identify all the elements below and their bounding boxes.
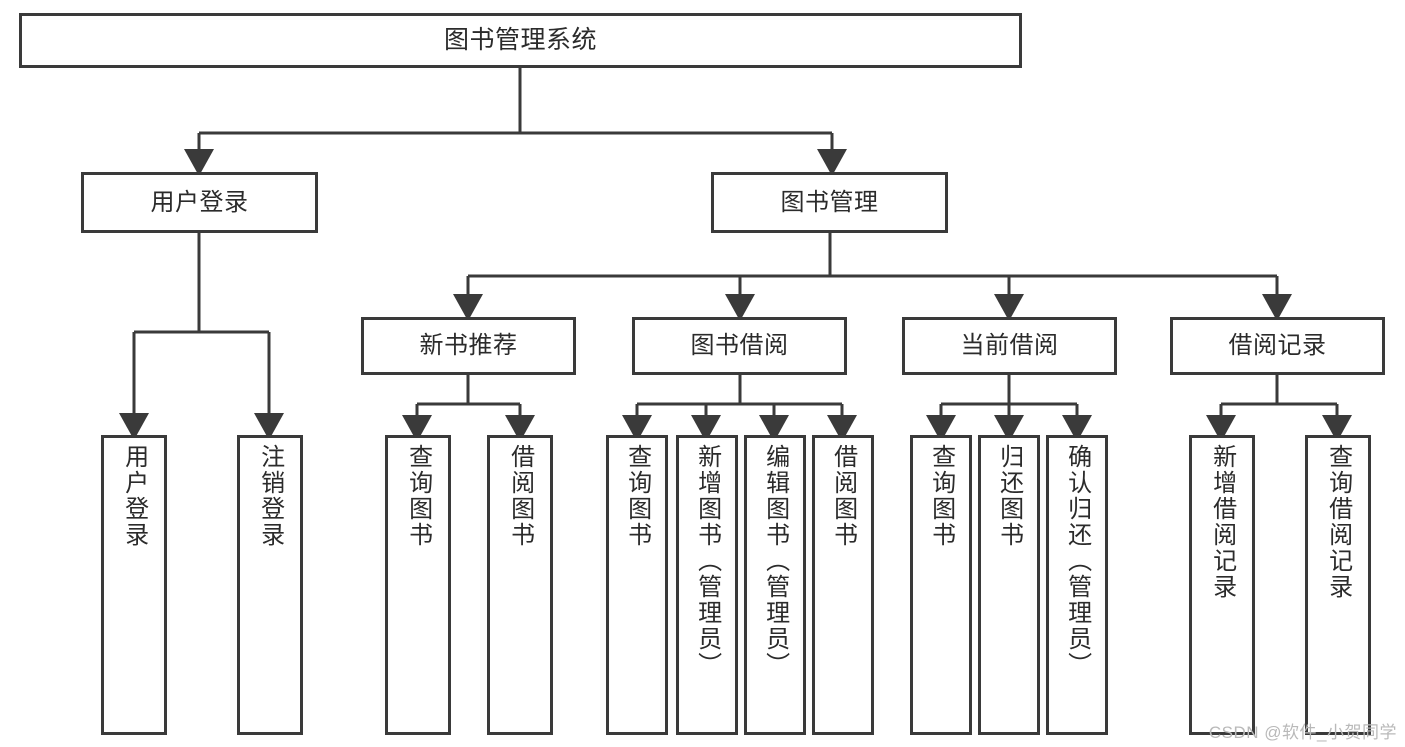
node-leaf-edit-book-admin-label: 编辑图书（管理员） — [761, 444, 789, 678]
node-leaf-logout-label: 注销登录 — [256, 444, 284, 548]
node-book-management-label: 图书管理 — [780, 188, 879, 216]
node-leaf-query-book-3-label: 查询图书 — [927, 444, 955, 548]
node-user-login-label: 用户登录 — [150, 188, 249, 216]
node-leaf-add-book-admin-label: 新增图书（管理员） — [693, 444, 721, 678]
node-leaf-edit-book-admin[interactable]: 编辑图书（管理员） — [744, 435, 806, 735]
node-leaf-query-book-2-label: 查询图书 — [623, 444, 651, 548]
node-leaf-borrow-book-2[interactable]: 借阅图书 — [812, 435, 874, 735]
node-current-borrow[interactable]: 当前借阅 — [902, 317, 1117, 375]
csdn-watermark: CSDN @软件_小贺同学 — [1208, 723, 1397, 742]
node-leaf-user-login[interactable]: 用户登录 — [101, 435, 167, 735]
node-leaf-query-book-1-label: 查询图书 — [404, 444, 432, 548]
node-leaf-query-book-1[interactable]: 查询图书 — [385, 435, 451, 735]
node-leaf-borrow-book-1-label: 借阅图书 — [506, 444, 534, 548]
node-new-book-recommend-label: 新书推荐 — [419, 332, 518, 360]
node-leaf-borrow-book-2-label: 借阅图书 — [829, 444, 857, 548]
node-new-book-recommend[interactable]: 新书推荐 — [361, 317, 576, 375]
node-book-borrow[interactable]: 图书借阅 — [632, 317, 847, 375]
node-leaf-add-borrow-record[interactable]: 新增借阅记录 — [1189, 435, 1255, 735]
node-leaf-logout[interactable]: 注销登录 — [237, 435, 303, 735]
node-leaf-return-book-label: 归还图书 — [995, 444, 1023, 548]
node-leaf-add-borrow-record-label: 新增借阅记录 — [1208, 444, 1236, 600]
node-user-login[interactable]: 用户登录 — [81, 172, 318, 233]
node-leaf-return-book[interactable]: 归还图书 — [978, 435, 1040, 735]
node-book-management[interactable]: 图书管理 — [711, 172, 948, 233]
node-leaf-query-book-2[interactable]: 查询图书 — [606, 435, 668, 735]
node-leaf-query-borrow-record[interactable]: 查询借阅记录 — [1305, 435, 1371, 735]
node-leaf-borrow-book-1[interactable]: 借阅图书 — [487, 435, 553, 735]
node-leaf-user-login-label: 用户登录 — [120, 444, 148, 548]
node-leaf-add-book-admin[interactable]: 新增图书（管理员） — [676, 435, 738, 735]
node-root[interactable]: 图书管理系统 — [19, 13, 1022, 68]
node-borrow-records[interactable]: 借阅记录 — [1170, 317, 1385, 375]
node-leaf-query-book-3[interactable]: 查询图书 — [910, 435, 972, 735]
node-borrow-records-label: 借阅记录 — [1228, 332, 1327, 360]
node-current-borrow-label: 当前借阅 — [960, 332, 1059, 360]
node-leaf-query-borrow-record-label: 查询借阅记录 — [1324, 444, 1352, 600]
node-leaf-confirm-return-admin-label: 确认归还（管理员） — [1063, 444, 1091, 678]
node-leaf-confirm-return-admin[interactable]: 确认归还（管理员） — [1046, 435, 1108, 735]
node-root-label: 图书管理系统 — [443, 26, 597, 54]
node-book-borrow-label: 图书借阅 — [690, 332, 789, 360]
